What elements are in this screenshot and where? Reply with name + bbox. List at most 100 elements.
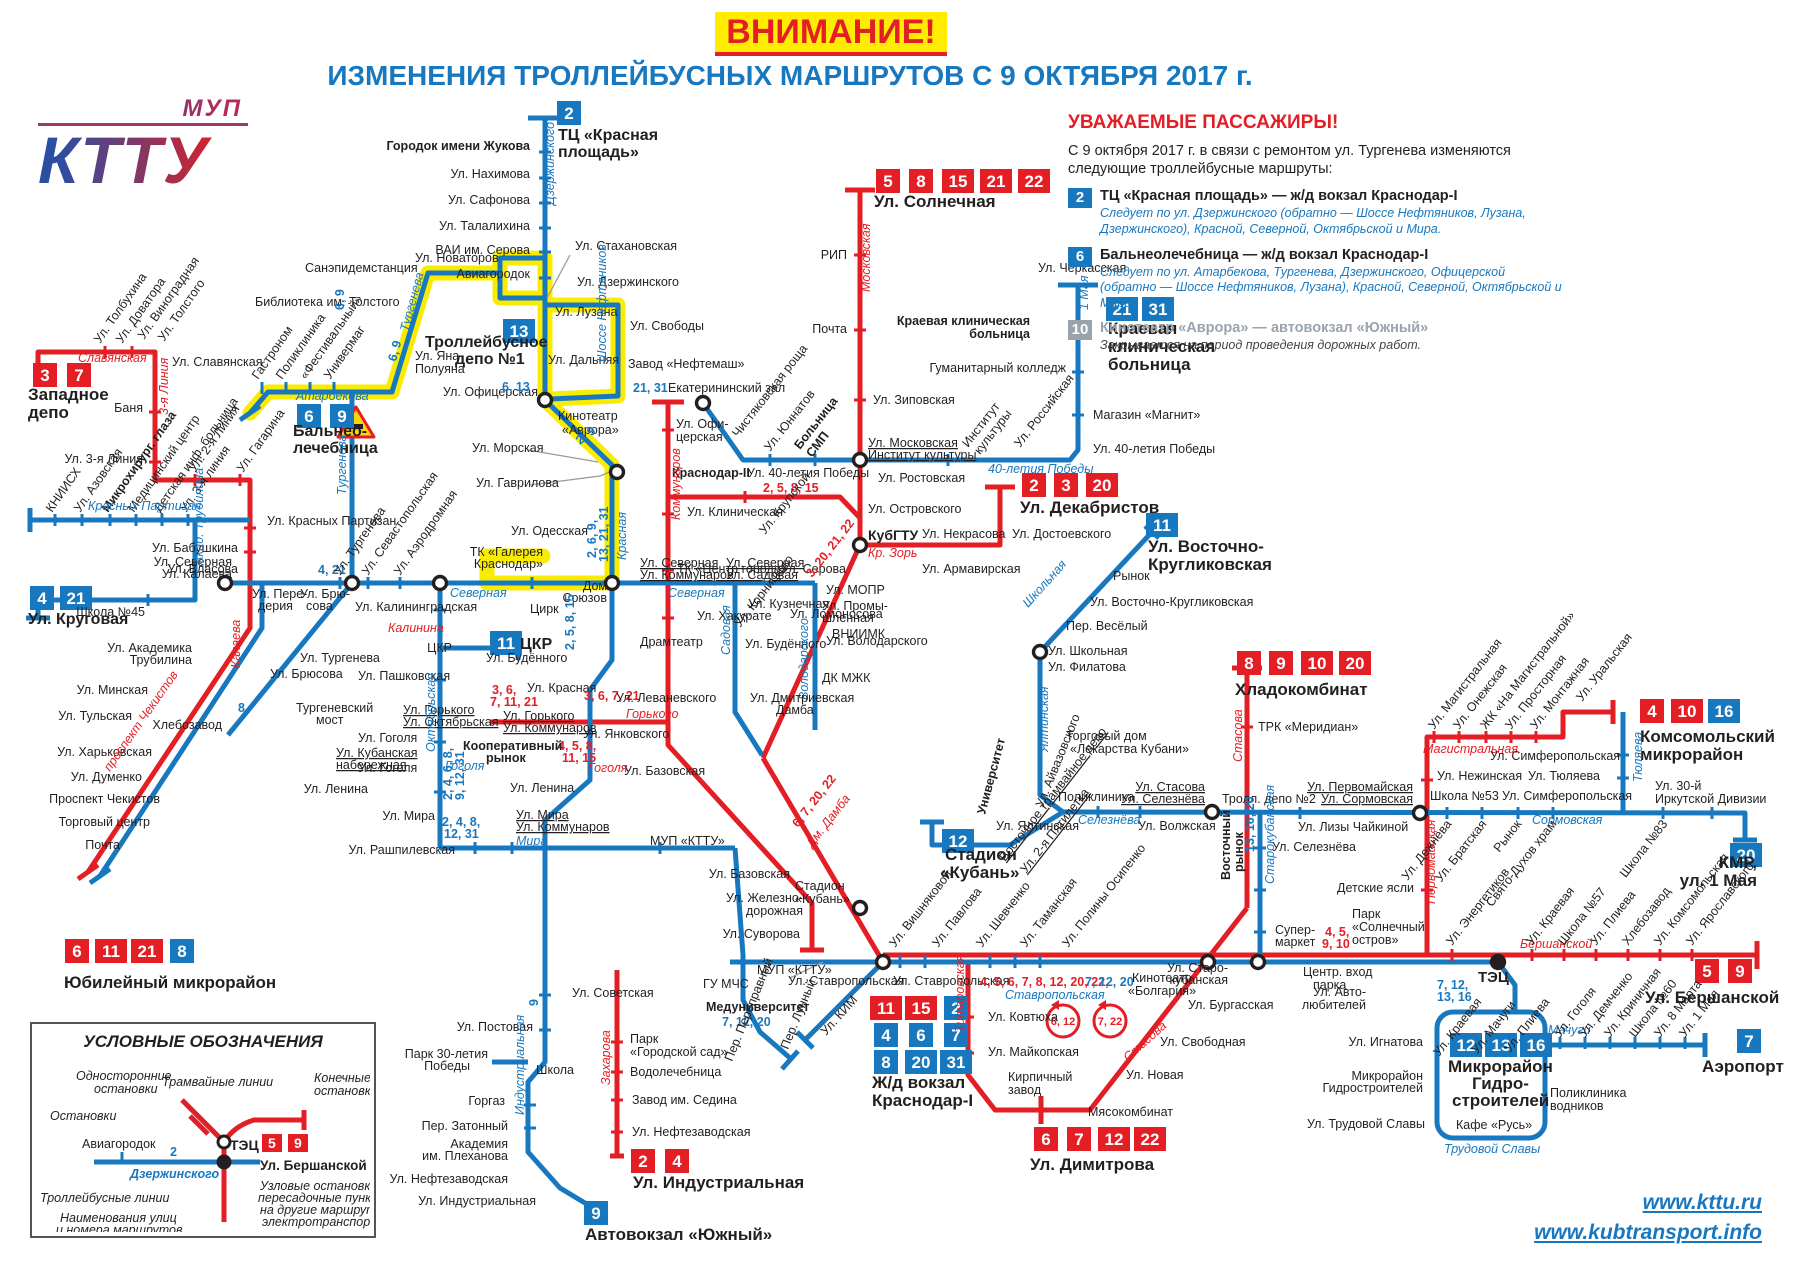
station-label: Ул. Северная xyxy=(640,556,718,570)
route-badge xyxy=(1146,513,1178,537)
station-label: Ул. Индустриальная xyxy=(418,1194,536,1208)
legend-trolleybus-label: Троллейбусные линии xyxy=(40,1191,169,1205)
station-label: ТРК «Меридиан» xyxy=(1258,720,1358,734)
station-label: Ул. Нежинская xyxy=(1437,769,1522,783)
route-badge-number: 6 xyxy=(916,1026,925,1045)
route-line-red xyxy=(1041,906,1249,1113)
junction-node xyxy=(608,463,626,481)
legend-title: УСЛОВНЫЕ ОБОЗНАЧЕНИЯ xyxy=(83,1032,323,1051)
junction-node xyxy=(874,953,892,971)
station-label: Ул. Ломоносова xyxy=(790,607,883,621)
kubtransport-link[interactable]: www.kubtransport.info xyxy=(1534,1221,1762,1244)
station-label: Стадион xyxy=(795,879,845,893)
terminal-name-label: ТЦ «Красная xyxy=(558,127,658,144)
station-label: Ул. Талалихина xyxy=(439,219,530,233)
station-label: мост xyxy=(316,713,344,727)
terminal-name-label: больница xyxy=(1108,355,1191,374)
street-name-label: Захарова xyxy=(599,1030,613,1085)
terminal-name-label: Ул. Бершанской xyxy=(1645,988,1779,1007)
terminal-name-label: Ул. Солнечная xyxy=(874,192,996,211)
route-badge-number: 3 xyxy=(1061,476,1070,495)
station-label: 4, 21 xyxy=(318,563,346,577)
station-label: Ул. 40-летия Победы xyxy=(747,466,869,480)
station-label: Ул. Базовская xyxy=(709,867,790,881)
legend-tec-label: ТЭЦ xyxy=(230,1137,260,1153)
station-label: Ул. Старо- xyxy=(1167,961,1228,975)
street-name-label: Старокубанская xyxy=(1263,784,1277,884)
route-badge xyxy=(1022,473,1046,497)
legend-badge-5 xyxy=(262,1134,282,1152)
route-badge-number: 31 xyxy=(1149,300,1168,319)
route-badge-number: 8 xyxy=(881,1053,890,1072)
logo-mup: МУП xyxy=(38,95,248,126)
station-label: Свято-Духов храм xyxy=(1483,817,1559,909)
station-label: Мясокомбинат xyxy=(1088,1105,1173,1119)
station-label: любителей xyxy=(1302,998,1366,1012)
station-label: Ул. Школьная xyxy=(1048,644,1128,658)
route-badge-number: 2 xyxy=(564,104,573,123)
terminal-name-label: Хладокомбинат xyxy=(1235,680,1368,699)
station-label: Ул. Стахановская xyxy=(575,239,677,253)
station-label: Иркутской Дивизии xyxy=(1655,792,1766,806)
station-label: маркет xyxy=(1275,935,1316,949)
station-label: Медуниверситет xyxy=(706,1000,809,1014)
route-badge-number: 6 xyxy=(72,942,81,961)
route-line-blue xyxy=(1062,809,1748,840)
station-label: Ул. Гаврилова xyxy=(476,476,559,490)
label-leader-line xyxy=(789,961,824,979)
station-label: Ул. Майкопская xyxy=(988,1045,1079,1059)
route-badge xyxy=(1640,699,1664,723)
street-name-label: Титаровская xyxy=(953,954,967,1032)
station-label: Санэпидемстанция xyxy=(305,261,418,275)
station-label: парка xyxy=(1313,978,1346,992)
station-label: 2, 5, 8, 15 xyxy=(563,594,577,650)
station-label: Ул. Пашковская xyxy=(358,669,450,683)
route-badge-number: 11 xyxy=(102,942,120,961)
kttu-link[interactable]: www.kttu.ru xyxy=(1642,1191,1762,1214)
passenger-notice-panel: УВАЖАЕМЫЕ ПАССАЖИРЫ! С 9 октября 2017 г.… xyxy=(1068,112,1564,363)
station-label: 13, 16, 20 xyxy=(1243,796,1257,852)
station-label: Ул. Сормовская xyxy=(1321,792,1413,806)
route-badge-number: 11 xyxy=(497,634,515,653)
station-label: Ул. Базовская xyxy=(624,764,705,778)
station-label: Ул. Нахимова xyxy=(450,167,530,181)
terminal-name-label: КМР, xyxy=(1719,853,1757,872)
route-badge-number: 7 xyxy=(1074,1130,1083,1149)
route-badge xyxy=(874,1050,898,1074)
station-label: ДК МЖК xyxy=(822,671,871,685)
station-label: Ул. 40-летия Победы xyxy=(1093,442,1215,456)
street-name-label: Магистральная xyxy=(1423,742,1518,756)
route-badge-number: 16 xyxy=(1715,702,1734,721)
attention-banner: ВНИМАНИЕ! xyxy=(715,12,947,56)
station-label: Ул. Бабушкина xyxy=(152,541,238,555)
station-label: Ул. Кубанская xyxy=(336,746,417,760)
station-label: Ул. Брюсова xyxy=(270,667,343,681)
station-label: Ул. Мира xyxy=(516,808,569,822)
station-label: Ул. Будённого xyxy=(745,637,826,651)
street-name-label: Красная xyxy=(615,512,629,560)
route-line-blue xyxy=(525,848,602,1215)
station-label: Драмтеатр xyxy=(640,635,703,649)
station-label: Ул. МОПР xyxy=(826,583,885,597)
route-badge xyxy=(1520,1033,1552,1057)
street-name-label: Селезнёва xyxy=(1078,813,1140,827)
street-name-label: Шоссе Нефтяников xyxy=(595,244,609,362)
legend-node-text-2: пересадочные пункты xyxy=(258,1191,370,1205)
station-label: Ул. Игнатова xyxy=(1349,1035,1424,1049)
station-label: Рынок xyxy=(1113,569,1150,583)
legend-tram-line xyxy=(180,1098,226,1144)
station-label: Пер. Лунный xyxy=(778,977,819,1051)
route-10-note: Закрывается на период проведения дорожны… xyxy=(1100,338,1421,353)
station-label: «Кубань» xyxy=(795,892,850,906)
route-badge-number: 20 xyxy=(1346,654,1365,673)
route-badge-number: 8 xyxy=(916,172,925,191)
station-label: Ул. Серова xyxy=(781,562,846,576)
street-name-label: Коммунаров xyxy=(669,448,683,520)
terminal-name-label: Кругликовская xyxy=(1148,555,1272,574)
station-label: Ул. Гоголя xyxy=(358,761,417,775)
station-label: Почта xyxy=(812,322,847,336)
station-label: Ул. Зиповская xyxy=(873,393,955,407)
street-name-label: Индустриальная xyxy=(513,1014,527,1115)
station-label: Ул. Академика xyxy=(107,641,192,655)
station-label: Ул. Суворова xyxy=(723,927,800,941)
